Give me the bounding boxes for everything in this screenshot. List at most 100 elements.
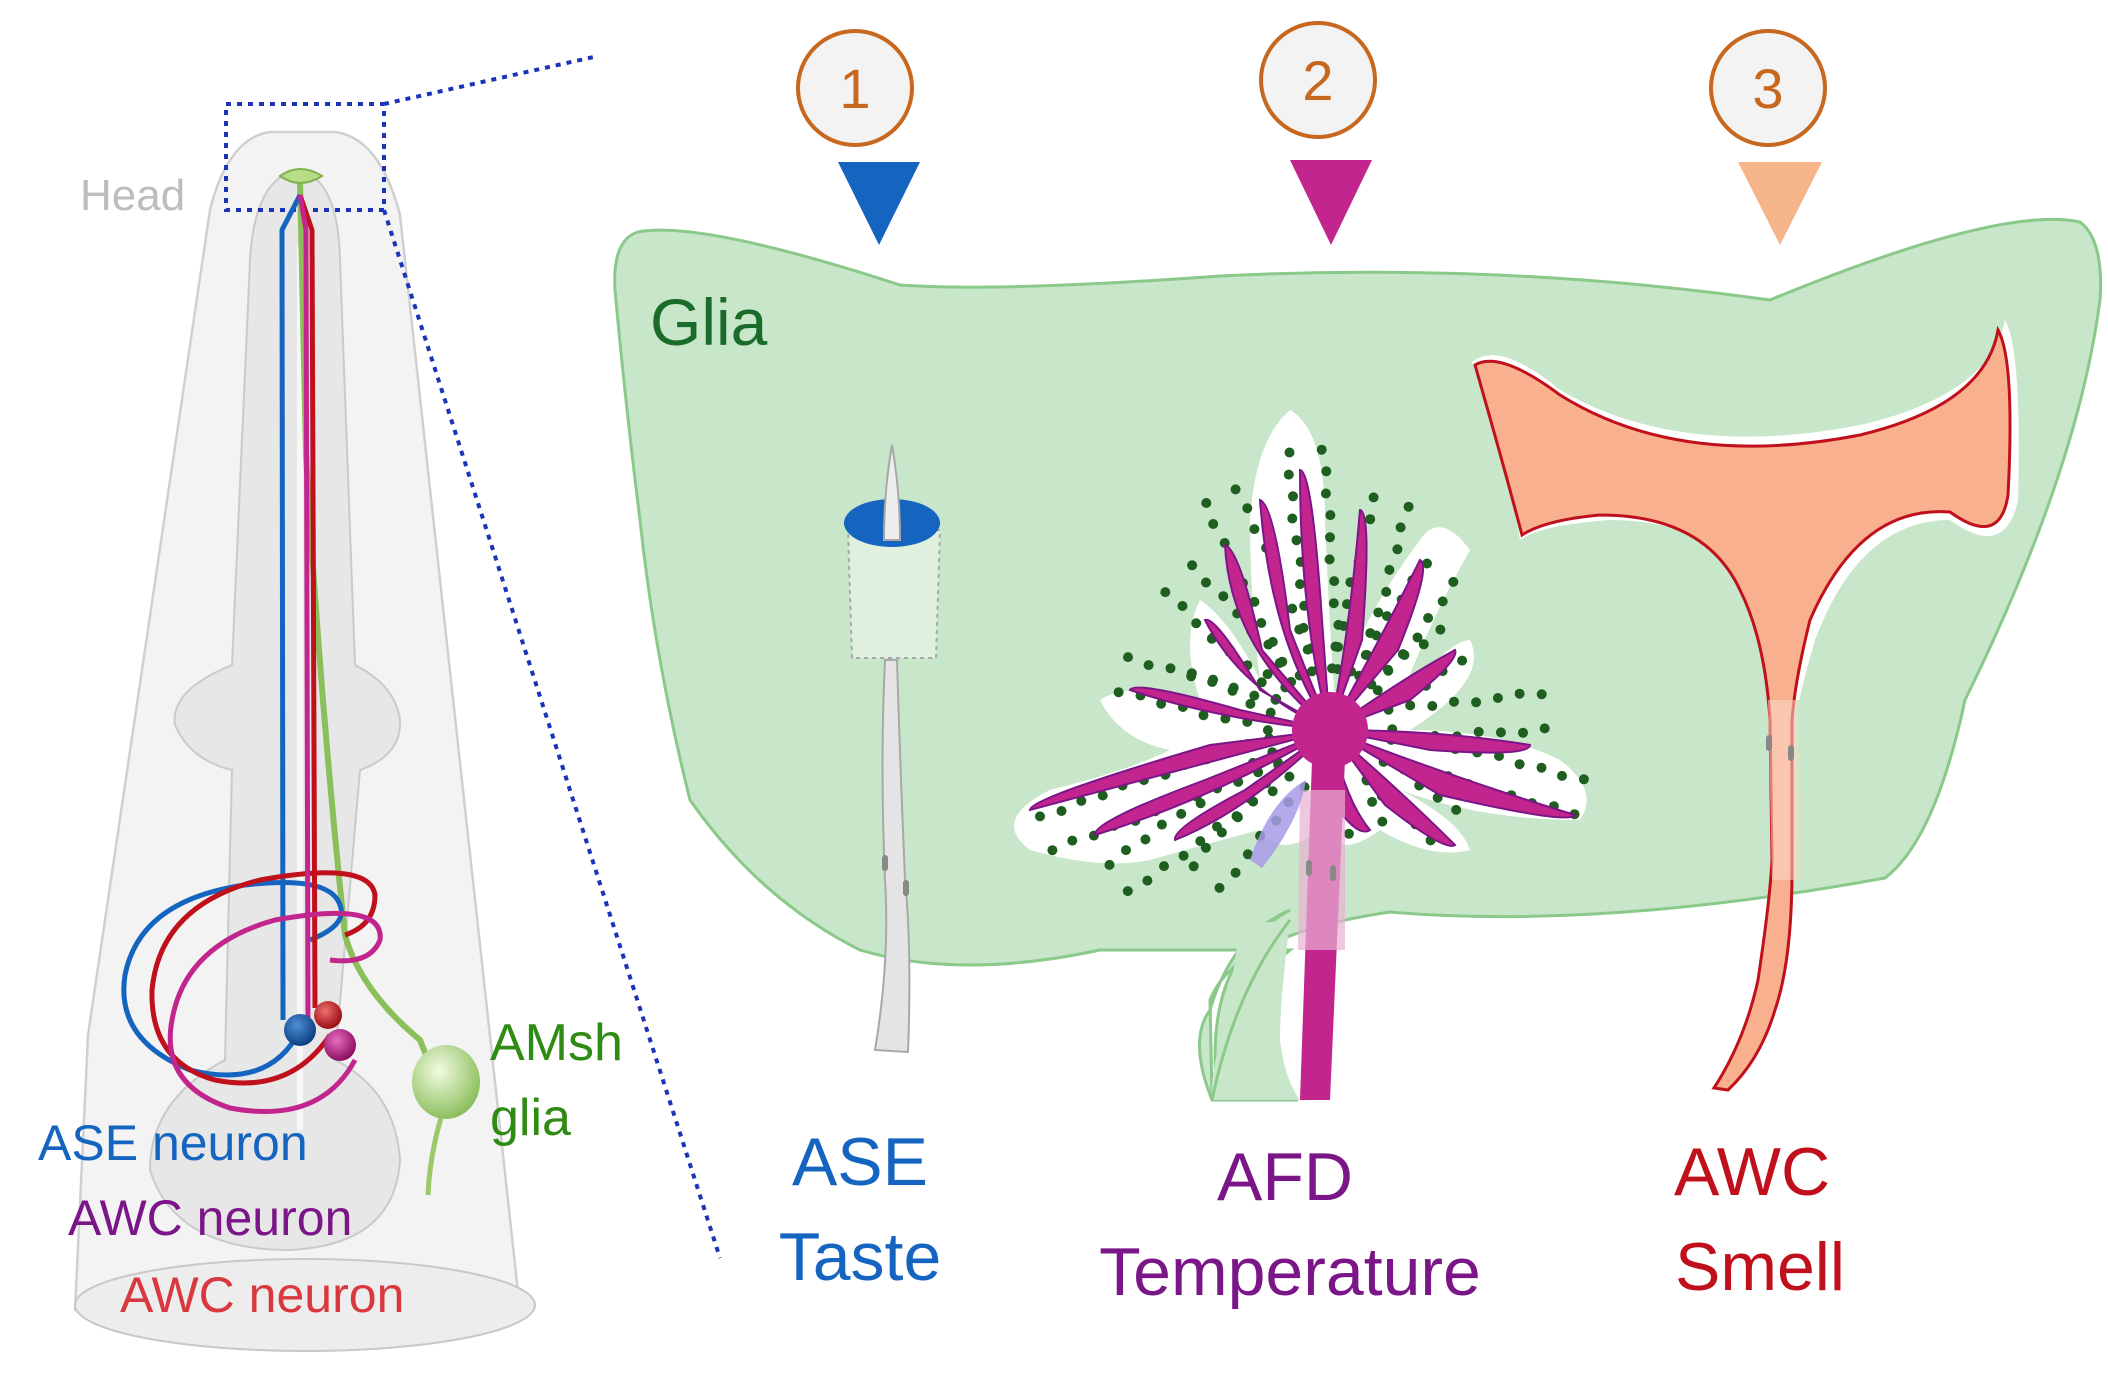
afd-dot	[1418, 639, 1429, 650]
awc-function-label: Smell	[1675, 1229, 1845, 1305]
afd-dot	[1143, 660, 1154, 671]
afd-dot	[1263, 639, 1274, 650]
ase-dendrite	[279, 193, 303, 1021]
afd-dot	[1249, 524, 1260, 535]
afd-stimulus-triangle	[1290, 160, 1372, 245]
afd-dot	[1178, 850, 1189, 861]
ase-name-label: ASE	[792, 1124, 928, 1200]
afd-dot	[1329, 576, 1340, 587]
afd-dot	[1514, 688, 1525, 699]
awc-name-label: AWC	[1674, 1134, 1830, 1210]
afd-dot	[1121, 845, 1131, 856]
afd-dot	[1230, 867, 1241, 878]
pharynx-outline	[148, 168, 402, 1252]
afd-microvillus	[1203, 618, 1331, 731]
afd-dot	[1399, 650, 1410, 660]
afd-microvillus	[1298, 468, 1331, 731]
ase-axon-loop	[121, 880, 344, 1078]
afd-dot	[1435, 624, 1446, 635]
afd-dot	[1208, 674, 1219, 685]
afd-dot	[1113, 687, 1124, 698]
afd-dot	[1200, 842, 1211, 853]
afd-channel-overlay	[1298, 790, 1345, 950]
afd-dot	[1287, 603, 1298, 614]
awc-axon-loop-red	[149, 870, 378, 1086]
afd-microvillus	[1094, 729, 1331, 837]
afd-dot	[1295, 579, 1305, 590]
afd-dot	[1208, 519, 1219, 529]
afd-dot	[1256, 618, 1267, 628]
afd-dot	[1495, 727, 1506, 738]
ase-ending	[844, 444, 942, 1054]
afd-microvillus	[1329, 729, 1532, 754]
afd-dot	[1232, 812, 1243, 823]
ase-cilium	[882, 444, 902, 541]
badge-3-circle	[1709, 29, 1827, 147]
afd-dot	[1427, 701, 1438, 711]
afd-dot	[1539, 723, 1550, 734]
afd-dot	[1316, 444, 1327, 455]
awc-stimulus-triangle	[1738, 162, 1822, 245]
afd-dot	[1367, 796, 1378, 807]
afd-dot	[1377, 816, 1388, 827]
afd-dot	[1195, 798, 1206, 809]
afd-dot	[1403, 501, 1414, 512]
afd-dot	[1187, 560, 1198, 571]
badge-3: 3	[1709, 29, 1827, 245]
afd-dot	[1242, 849, 1253, 860]
afd-dot	[1160, 587, 1171, 598]
afd-dot	[1228, 682, 1239, 693]
ase-neuron-label: ASE neuron	[38, 1115, 308, 1171]
afd-junction-2	[1330, 865, 1336, 881]
afd-dot	[1214, 882, 1225, 893]
afd-dot	[1097, 790, 1108, 801]
badge-3-number: 3	[1752, 57, 1783, 120]
afd-microvillus	[1128, 686, 1331, 731]
afd-dot	[1216, 827, 1227, 838]
awc-neuron-label-red: AWC neuron	[120, 1267, 404, 1323]
ase-dendrite-shaft	[873, 659, 911, 1054]
afd-dot	[1262, 669, 1273, 680]
afd-dot	[1142, 875, 1153, 886]
ase-junction-1	[882, 855, 888, 871]
afd-dot	[1035, 811, 1045, 822]
awc-ending	[1472, 320, 2019, 1092]
afd-dot	[1284, 771, 1295, 782]
awc-neuron-label-purple: AWC neuron	[68, 1190, 352, 1246]
zoomed-panel: Glia 1 2 3	[613, 21, 2103, 1310]
afd-dot	[1287, 513, 1298, 524]
afd-dot	[1195, 836, 1206, 847]
zoom-line-top	[383, 54, 599, 106]
afd-dot	[1262, 725, 1273, 736]
awc-wing	[1473, 325, 2012, 1092]
afd-microvillus	[1329, 508, 1368, 731]
afd-dot	[1423, 613, 1434, 623]
afd-dot	[1284, 447, 1295, 458]
afd-microvillus	[1329, 558, 1425, 731]
afd-dot	[1395, 522, 1406, 533]
amsh-glia-cell-body	[412, 1045, 480, 1119]
afd-ending	[1014, 410, 1589, 1100]
afd-dot	[1191, 618, 1202, 629]
afd-dot	[1412, 632, 1423, 643]
badge-2-circle	[1259, 21, 1377, 139]
afd-dot	[1368, 492, 1379, 503]
afd-dot	[1473, 726, 1484, 737]
afd-dot	[1283, 469, 1294, 480]
afd-dot	[1242, 503, 1253, 514]
afd-dot	[1047, 845, 1058, 856]
afd-dot	[1373, 607, 1384, 618]
afd-microvillus	[1258, 498, 1331, 731]
afd-microvillus	[1028, 729, 1331, 812]
awc-dendrite-magenta	[297, 194, 311, 1031]
glia-stem	[1211, 920, 1300, 1100]
afd-dot	[1365, 514, 1376, 525]
afd-dot	[1291, 535, 1302, 546]
glia-stem-edge	[1210, 919, 1292, 1101]
afd-dot	[1122, 886, 1133, 897]
afd-dot	[1405, 700, 1416, 711]
afd-microvillus	[1173, 729, 1331, 842]
afd-dot	[1578, 774, 1589, 785]
afd-dot	[1471, 697, 1482, 708]
afd-dot	[1328, 598, 1339, 609]
